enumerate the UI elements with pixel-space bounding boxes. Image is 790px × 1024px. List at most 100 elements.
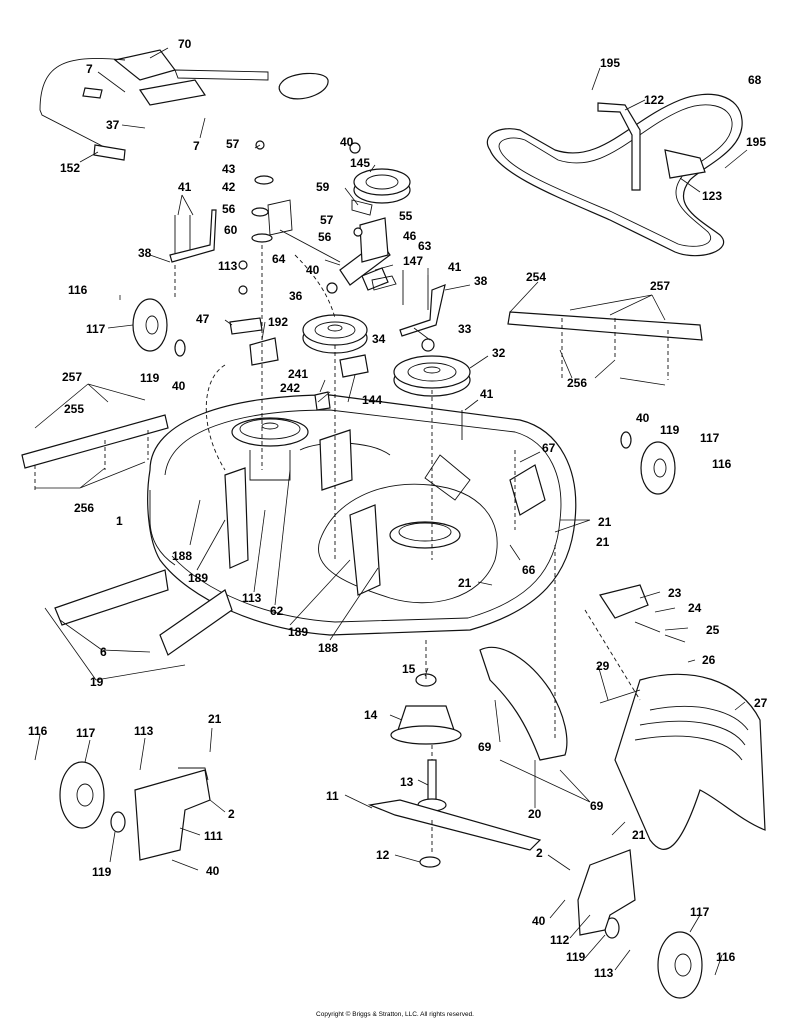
chute-deflector-20: [479, 646, 568, 761]
callout-55: 55: [399, 209, 413, 223]
callout-119: 119: [566, 950, 586, 964]
wheel-lower-right: [657, 931, 703, 999]
callout-40: 40: [340, 135, 354, 149]
discharge-chute-27: [614, 673, 766, 850]
idler-arm-assembly: [267, 199, 391, 291]
callout-13: 13: [400, 775, 414, 789]
callout-116: 116: [712, 457, 732, 471]
chute-rod-29: [599, 689, 641, 704]
stabilizer-bar-255: [21, 414, 169, 469]
callout-257: 257: [62, 370, 82, 384]
spindle-shaft-13: [417, 759, 447, 812]
callout-192: 192: [268, 315, 288, 329]
front-bracket-6: [54, 569, 233, 656]
callout-21: 21: [458, 576, 472, 590]
callout-117: 117: [86, 322, 106, 336]
callout-12: 12: [376, 848, 390, 862]
callout-188: 188: [318, 641, 338, 655]
callout-27: 27: [754, 696, 768, 710]
callout-117: 117: [76, 726, 96, 740]
callout-25: 25: [706, 623, 720, 637]
callout-63: 63: [418, 239, 432, 253]
wheel-bracket-111: [134, 767, 211, 861]
callout-57: 57: [226, 137, 240, 151]
callout-21: 21: [208, 712, 222, 726]
lift-rod-70: [113, 49, 269, 106]
callout-21: 21: [598, 515, 612, 529]
callout-41: 41: [480, 387, 494, 401]
callout-6: 6: [100, 645, 107, 659]
callout-62: 62: [270, 604, 284, 618]
callout-24: 24: [688, 601, 702, 615]
callout-46: 46: [403, 229, 417, 243]
small-hardware: [229, 140, 435, 411]
part-callouts: 70 7 37 7 152 57 43 42 56 60 64 40 145 5…: [28, 37, 768, 980]
handle-knob: [278, 72, 329, 100]
callout-26: 26: [702, 653, 716, 667]
callout-189: 189: [188, 571, 208, 585]
bolts-41: [174, 215, 463, 440]
idler-pulley-36: [302, 314, 368, 354]
callout-42: 42: [222, 180, 236, 194]
callout-21: 21: [632, 828, 646, 842]
belt-guides: [597, 102, 706, 191]
callout-41: 41: [178, 180, 192, 194]
callout-38: 38: [474, 274, 488, 288]
idler-pulley-145: [353, 168, 411, 204]
callout-69: 69: [478, 740, 492, 754]
callout-242: 242: [280, 381, 300, 395]
callout-256: 256: [74, 501, 94, 515]
callout-40: 40: [206, 864, 220, 878]
spindle-assembly-14: [390, 673, 462, 745]
callout-119: 119: [92, 865, 112, 879]
callout-188: 188: [172, 549, 192, 563]
callout-113: 113: [218, 259, 238, 273]
callout-70: 70: [178, 37, 192, 51]
drive-belt-68: [486, 93, 743, 257]
callout-37: 37: [106, 118, 120, 132]
blade-pulley-left: [231, 417, 309, 481]
wheel-lower-left: [59, 761, 105, 829]
wheel-mid-right: [640, 441, 676, 495]
assembly-lines: [34, 245, 669, 855]
callout-15: 15: [402, 662, 416, 676]
callout-47: 47: [196, 312, 210, 326]
callout-59: 59: [316, 180, 330, 194]
callout-119: 119: [660, 423, 680, 437]
callout-241: 241: [288, 367, 308, 381]
callout-34: 34: [372, 332, 386, 346]
callout-56: 56: [222, 202, 236, 216]
washers-119: [110, 339, 632, 939]
callout-23: 23: [668, 586, 682, 600]
callout-119: 119: [140, 371, 160, 385]
callout-255: 255: [64, 402, 84, 416]
callout-40: 40: [636, 411, 650, 425]
callout-41: 41: [448, 260, 462, 274]
callout-60: 60: [224, 223, 238, 237]
callout-68: 68: [748, 73, 762, 87]
callout-116: 116: [716, 950, 736, 964]
callout-123: 123: [702, 189, 722, 203]
wheel-bracket-112: [577, 849, 636, 936]
callout-2: 2: [536, 846, 543, 860]
callout-7: 7: [193, 139, 200, 153]
leader-lines: [34, 47, 748, 976]
blade-pulley-right: [389, 521, 461, 549]
callout-40: 40: [306, 263, 320, 277]
callout-117: 117: [700, 431, 720, 445]
callout-64: 64: [272, 252, 286, 266]
stabilizer-bar-254: [507, 311, 703, 341]
callout-195: 195: [600, 56, 620, 70]
chute-bracket-23: [599, 584, 686, 643]
callout-144: 144: [362, 393, 382, 407]
callout-112: 112: [550, 933, 570, 947]
callout-20: 20: [528, 807, 542, 821]
callout-7: 7: [86, 62, 93, 76]
callout-117: 117: [690, 905, 710, 919]
callout-43: 43: [222, 162, 236, 176]
callout-40: 40: [172, 379, 186, 393]
callout-122: 122: [644, 93, 664, 107]
deck-brackets: [224, 429, 546, 596]
callout-11: 11: [326, 789, 339, 803]
